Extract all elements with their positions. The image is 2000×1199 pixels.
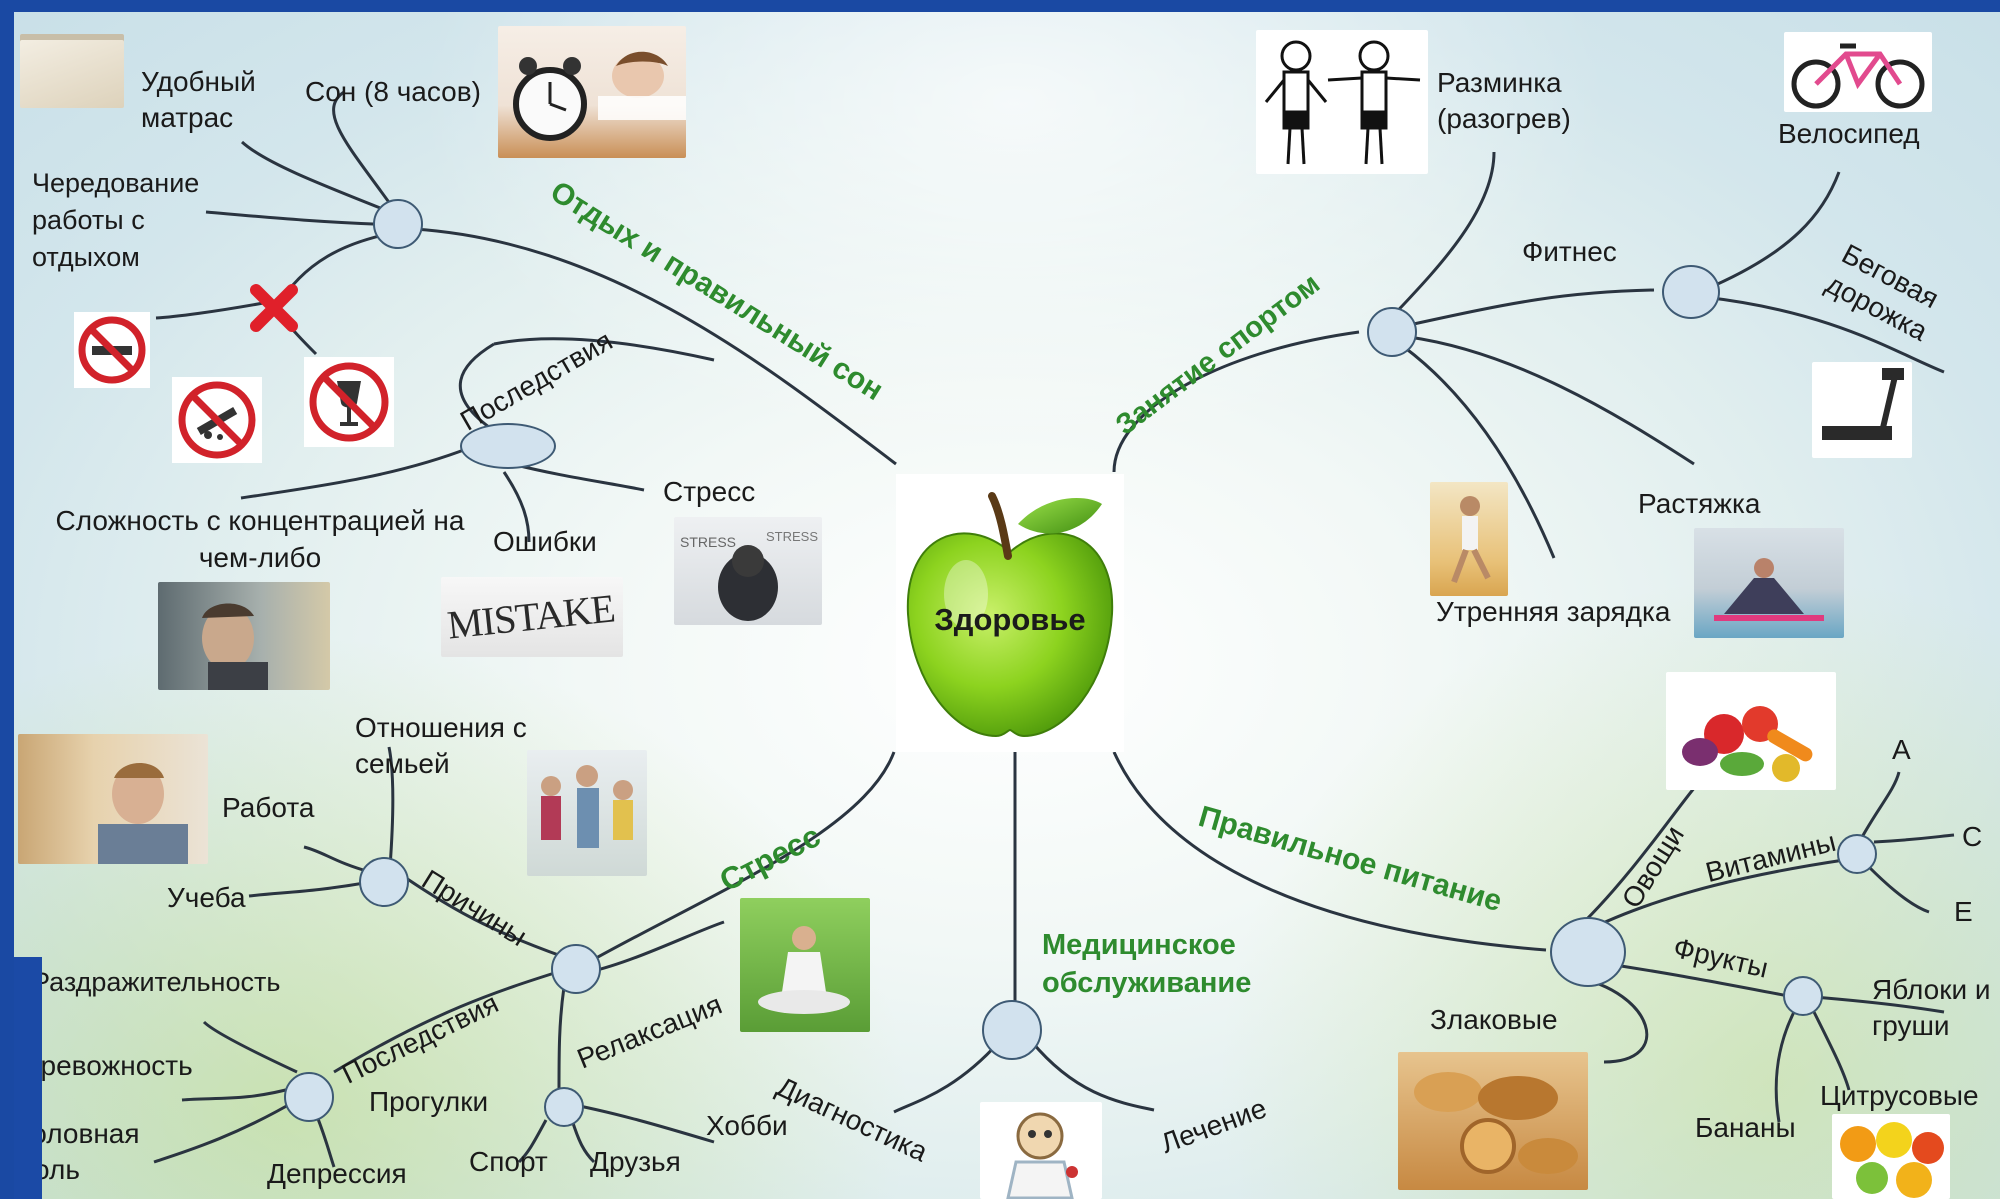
- center-label: Здоровье: [934, 602, 1086, 637]
- relaxation-image: [740, 898, 870, 1032]
- stress-image: STRESS STRESS: [674, 517, 822, 625]
- bicycle-label: Велосипед: [1778, 118, 1920, 149]
- doctor-image: [980, 1102, 1102, 1199]
- cereals-label: Злаковые: [1430, 1004, 1558, 1035]
- no-alcohol-icon: [304, 357, 394, 447]
- fitness-hub: [1662, 265, 1720, 319]
- friends-label: Друзья: [590, 1146, 681, 1177]
- svg-text:STRESS: STRESS: [766, 529, 818, 544]
- vitamins-hub: [1837, 834, 1877, 874]
- sleep-label: Сон (8 часов): [305, 76, 481, 107]
- anxiety-label: Тревожность: [25, 1050, 193, 1081]
- vitamin-c-label: C: [1962, 821, 1983, 852]
- headache-man-image: [158, 582, 330, 690]
- concentration-label: Сложность с концентрацией на чем-либо: [55, 505, 465, 573]
- errors-label: Ошибки: [493, 526, 597, 557]
- vegetables-image: [1666, 672, 1836, 790]
- fitness-label: Фитнес: [1522, 236, 1617, 267]
- treadmill-image: [1812, 362, 1912, 458]
- connector-lines: [153, 90, 1955, 1168]
- link-rest: [413, 227, 897, 466]
- warmup-label: Разминка (разогрев): [1437, 67, 1571, 134]
- rest-stress-label: Стресс: [663, 476, 756, 507]
- warmup-image: [1256, 30, 1428, 174]
- apple-icon: [906, 492, 1114, 738]
- rest-hub: [373, 199, 423, 249]
- bananas-label: Бананы: [1695, 1112, 1796, 1143]
- medical-label-text: Медицинское обслуживание: [1042, 929, 1252, 999]
- depression-label: Депрессия: [267, 1158, 407, 1189]
- stretching-image: [1694, 528, 1844, 638]
- stress-word-text: STRESS: [680, 534, 736, 550]
- family-image: [527, 750, 647, 876]
- vitamin-e-label: E: [1954, 896, 1973, 927]
- bicycle-icon: [1791, 43, 1925, 109]
- rest-consequences-hub: [460, 423, 556, 469]
- no-drugs-icon: [172, 377, 262, 463]
- work-label: Работа: [222, 792, 315, 823]
- relaxation-hub: [544, 1087, 584, 1127]
- sport-label: Спорт: [469, 1146, 548, 1177]
- cereals-image: [1398, 1052, 1588, 1190]
- citrus-image: [1832, 1114, 1950, 1199]
- irritability-label: Раздражительность: [32, 967, 281, 997]
- stress-consequences-hub: [284, 1072, 334, 1122]
- stretching-label: Растяжка: [1638, 488, 1761, 519]
- prohibition-cross-icon: [246, 280, 302, 336]
- background-glow: [1214, 572, 2000, 1199]
- alternation-label: Чередование работы с отдыхом: [32, 168, 200, 272]
- mind-map-canvas: Здоровье Отдых и правильный сон Занятие …: [14, 12, 2000, 1199]
- vitamin-a-label: A: [1892, 734, 1911, 765]
- sport-hub: [1367, 307, 1417, 357]
- fruits-hub: [1783, 976, 1823, 1016]
- bicycle-image: [1784, 32, 1932, 112]
- mattress-image: [20, 34, 124, 108]
- citrus-label: Цитрусовые: [1820, 1080, 1979, 1111]
- no-smoking-icon: [74, 312, 150, 388]
- work-stress-image: [18, 734, 208, 864]
- apples-label: Яблоки и груши: [1872, 974, 1991, 1041]
- nutrition-hub: [1550, 917, 1626, 987]
- medical-hub: [982, 1000, 1042, 1060]
- family-label: Отношения с семьей: [355, 712, 527, 779]
- frame-tab: [14, 957, 42, 1199]
- branch-medical-label: Медицинское обслуживание: [1042, 926, 1272, 1002]
- sleeping-alarm-image: [498, 26, 686, 158]
- mattress-label: Удобный матрас: [141, 66, 256, 133]
- hobby-label: Хобби: [706, 1110, 788, 1141]
- morning-label: Утренняя зарядка: [1436, 596, 1671, 627]
- center-apple: Здоровье: [896, 474, 1124, 752]
- walks-label: Прогулки: [369, 1086, 489, 1117]
- study-label: Учеба: [167, 882, 246, 913]
- stress-causes-hub: [359, 857, 409, 907]
- stress-hub: [551, 944, 601, 994]
- alarm-clock-icon: [513, 51, 686, 141]
- mistake-image: MISTAKE: [441, 577, 623, 657]
- mistake-text: MISTAKE: [445, 585, 617, 648]
- treadmill-icon: [1822, 368, 1904, 440]
- morning-run-image: [1430, 482, 1508, 596]
